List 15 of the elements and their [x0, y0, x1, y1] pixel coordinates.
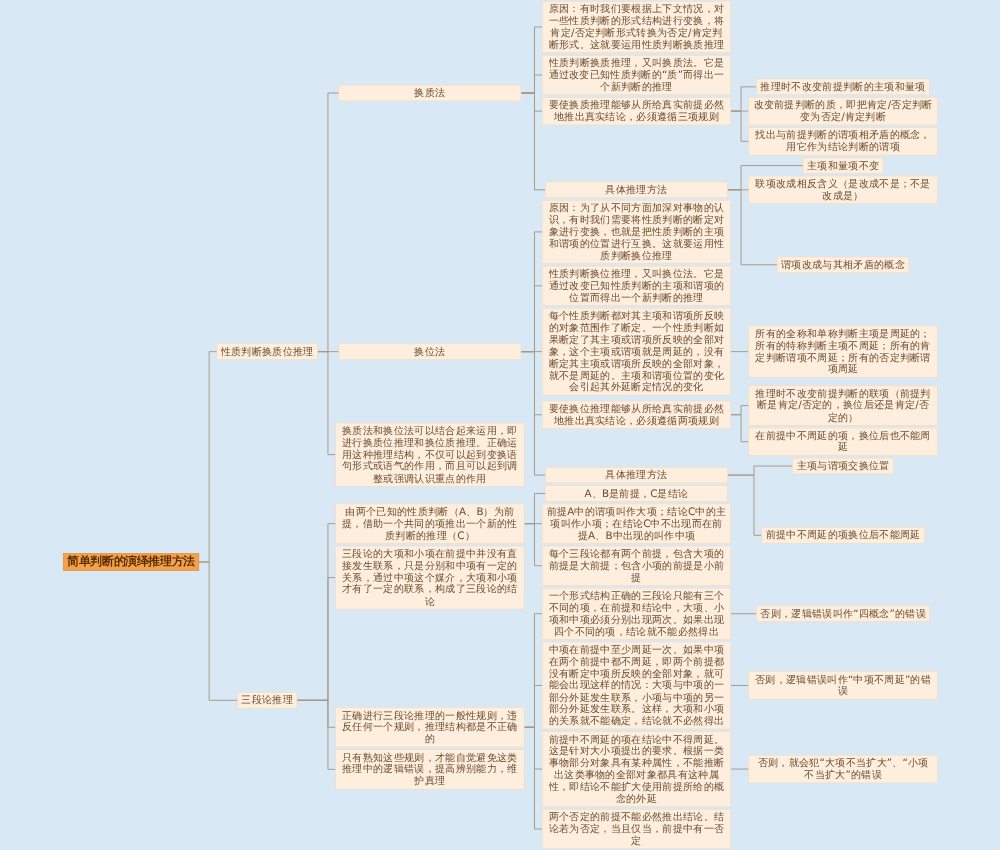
- connector: [729, 685, 749, 686]
- connector: [296, 699, 336, 770]
- connector: [729, 768, 749, 770]
- connector: [523, 726, 543, 830]
- connector: [520, 92, 546, 191]
- connector: [523, 523, 543, 567]
- connector: [520, 351, 546, 476]
- connector: [198, 561, 238, 701]
- connector: [726, 474, 762, 536]
- connector: [729, 613, 757, 615]
- connector: [729, 414, 749, 443]
- connector: [729, 351, 749, 353]
- connector: [729, 110, 749, 142]
- connector: [726, 189, 778, 266]
- connector: [316, 351, 336, 456]
